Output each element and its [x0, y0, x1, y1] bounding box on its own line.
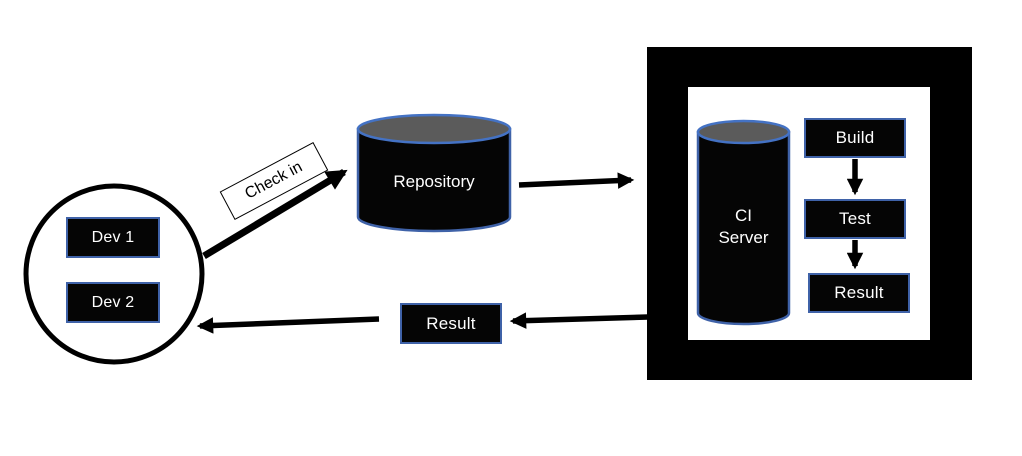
repository-to-ci-arrow	[518, 172, 635, 189]
dev1-box: Dev 1	[66, 217, 160, 258]
dev2-label: Dev 2	[91, 293, 135, 311]
dev2-box: Dev 2	[66, 282, 160, 323]
ci-server-label-line1: CI	[735, 206, 752, 225]
result-to-developers-arrow	[196, 316, 380, 334]
check-in-arrow	[202, 168, 348, 260]
ci-server-label-line2: Server	[718, 228, 769, 247]
build-step-label: Build	[835, 128, 875, 147]
developers-circle	[23, 183, 205, 365]
result-output-label: Result	[426, 313, 476, 333]
result-output-box: Result	[400, 303, 502, 344]
ci-server-label: CI Server	[696, 205, 791, 249]
build-step-box: Build	[804, 118, 906, 158]
ci-to-result-arrow	[509, 312, 649, 329]
test-step-label: Test	[839, 209, 871, 228]
repository-label: Repository	[393, 172, 475, 191]
result-step-box: Result	[808, 273, 910, 313]
dev1-label: Dev 1	[91, 228, 135, 246]
repository-cylinder-icon	[356, 113, 512, 233]
result-step-label: Result	[834, 283, 884, 302]
ci-server-cylinder-icon	[696, 119, 791, 326]
test-step-box: Test	[804, 199, 906, 239]
